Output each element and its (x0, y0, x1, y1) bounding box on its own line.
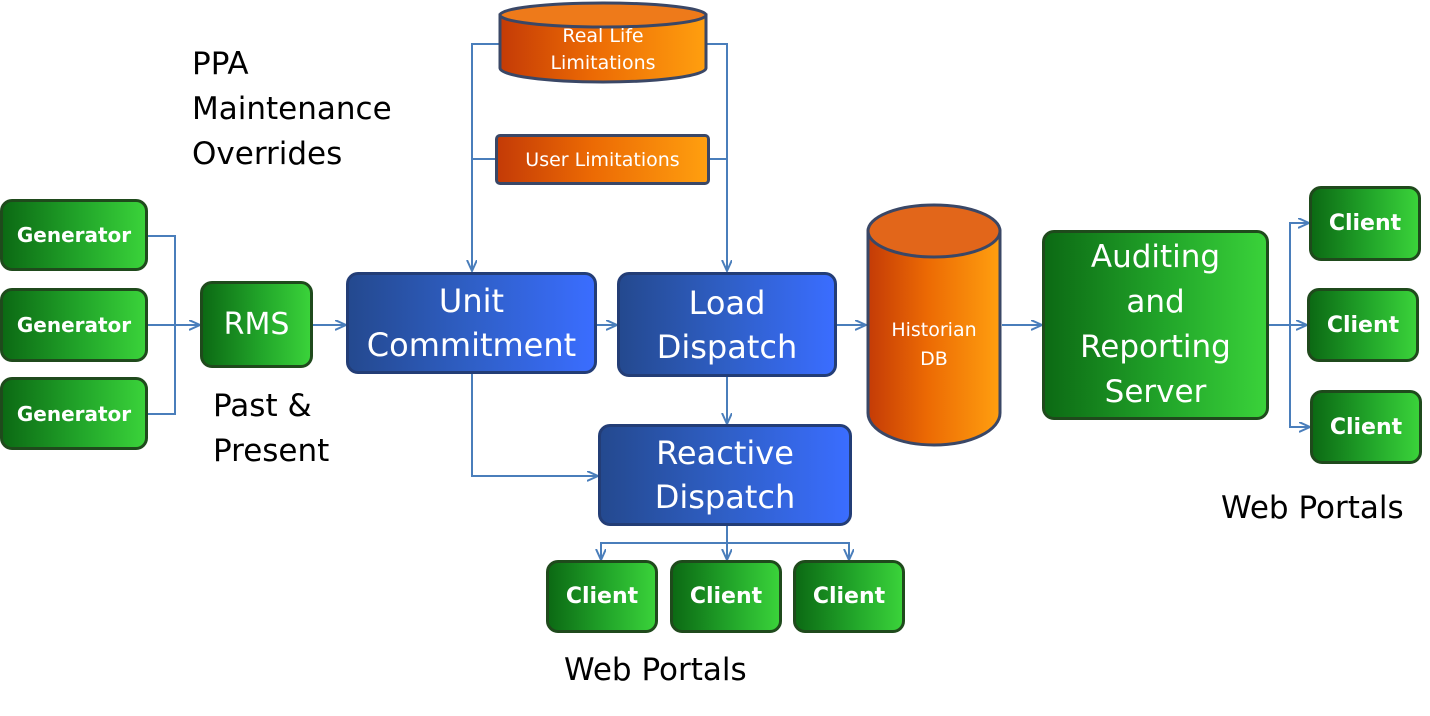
auditing-reporting-server-box: Auditing and Reporting Server (1042, 230, 1269, 420)
real-life-line1: Real Life (562, 25, 644, 47)
reactive-dispatch-line1: Reactive (656, 434, 794, 472)
client-label: Client (1328, 211, 1402, 236)
rms-label: RMS (223, 307, 290, 342)
historian-line2: DB (920, 348, 948, 370)
historian-db-cylinder (866, 203, 1002, 447)
connector-real-life-load-dispatch (705, 43, 727, 271)
unit-commitment-line2: Commitment (366, 326, 577, 364)
rms-box: RMS (200, 281, 313, 368)
connector-real-life-unit-commitment (472, 43, 500, 271)
auditing-line3: Reporting (1080, 329, 1231, 365)
historian-line1: Historian (891, 319, 977, 341)
real-life-limitations-cylinder (498, 1, 708, 84)
client-box-bottom-2: Client (670, 560, 782, 633)
ppa-label-line1: PPA (192, 46, 249, 82)
auditing-line1: Auditing (1090, 239, 1221, 275)
connector-unit-commitment-reactive (471, 373, 598, 476)
real-life-line2: Limitations (550, 52, 656, 74)
reactive-dispatch-line2: Dispatch (654, 478, 796, 516)
load-dispatch-box: Load Dispatch (617, 272, 837, 377)
client-box-bottom-1: Client (546, 560, 658, 633)
client-box-right-3: Client (1310, 390, 1422, 464)
auditing-line2: and (1126, 284, 1185, 320)
connector-generator3-rms (148, 325, 176, 415)
auditing-line4: Server (1104, 374, 1207, 410)
web-portals-right-label: Web Portals (1221, 490, 1404, 526)
user-limitations-box: User Limitations (495, 134, 710, 185)
user-limitations-label: User Limitations (525, 148, 680, 171)
ppa-label-line2: Maintenance (192, 91, 392, 127)
generator-box-1: Generator (0, 199, 148, 271)
reactive-dispatch-box: Reactive Dispatch (598, 424, 852, 526)
real-life-limitations-text: Real Life Limitations (500, 23, 706, 77)
connector-reactive-client-right (727, 542, 849, 560)
client-box-bottom-3: Client (793, 560, 905, 633)
past-label-line2: Present (213, 433, 330, 469)
client-label: Client (565, 584, 639, 609)
historian-db-text: Historian DB (868, 316, 1000, 374)
generator-label: Generator (16, 223, 132, 247)
client-label: Client (689, 584, 763, 609)
web-portals-bottom-label: Web Portals (564, 652, 747, 688)
client-label: Client (812, 584, 886, 609)
generator-box-3: Generator (0, 377, 148, 450)
unit-commitment-line1: Unit (438, 282, 505, 320)
client-box-right-2: Client (1307, 288, 1419, 362)
past-present-label: Past & Present (213, 384, 329, 474)
connector-generator1-rms (148, 235, 176, 325)
past-label-line1: Past & (213, 388, 312, 424)
load-dispatch-line2: Dispatch (656, 327, 798, 366)
generator-label: Generator (16, 313, 132, 337)
connector-reactive-client-left (601, 542, 727, 560)
connector-auditing-client-top (1289, 223, 1309, 325)
ppa-label: PPA Maintenance Overrides (192, 42, 392, 177)
connector-auditing-client-bottom (1289, 325, 1310, 427)
client-label: Client (1326, 312, 1400, 338)
unit-commitment-box: Unit Commitment (346, 272, 597, 374)
client-box-right-1: Client (1309, 186, 1421, 261)
ppa-label-line3: Overrides (192, 136, 343, 172)
client-label: Client (1329, 414, 1403, 440)
load-dispatch-line1: Load (688, 283, 766, 322)
generator-box-2: Generator (0, 288, 148, 362)
generator-label: Generator (16, 401, 132, 426)
